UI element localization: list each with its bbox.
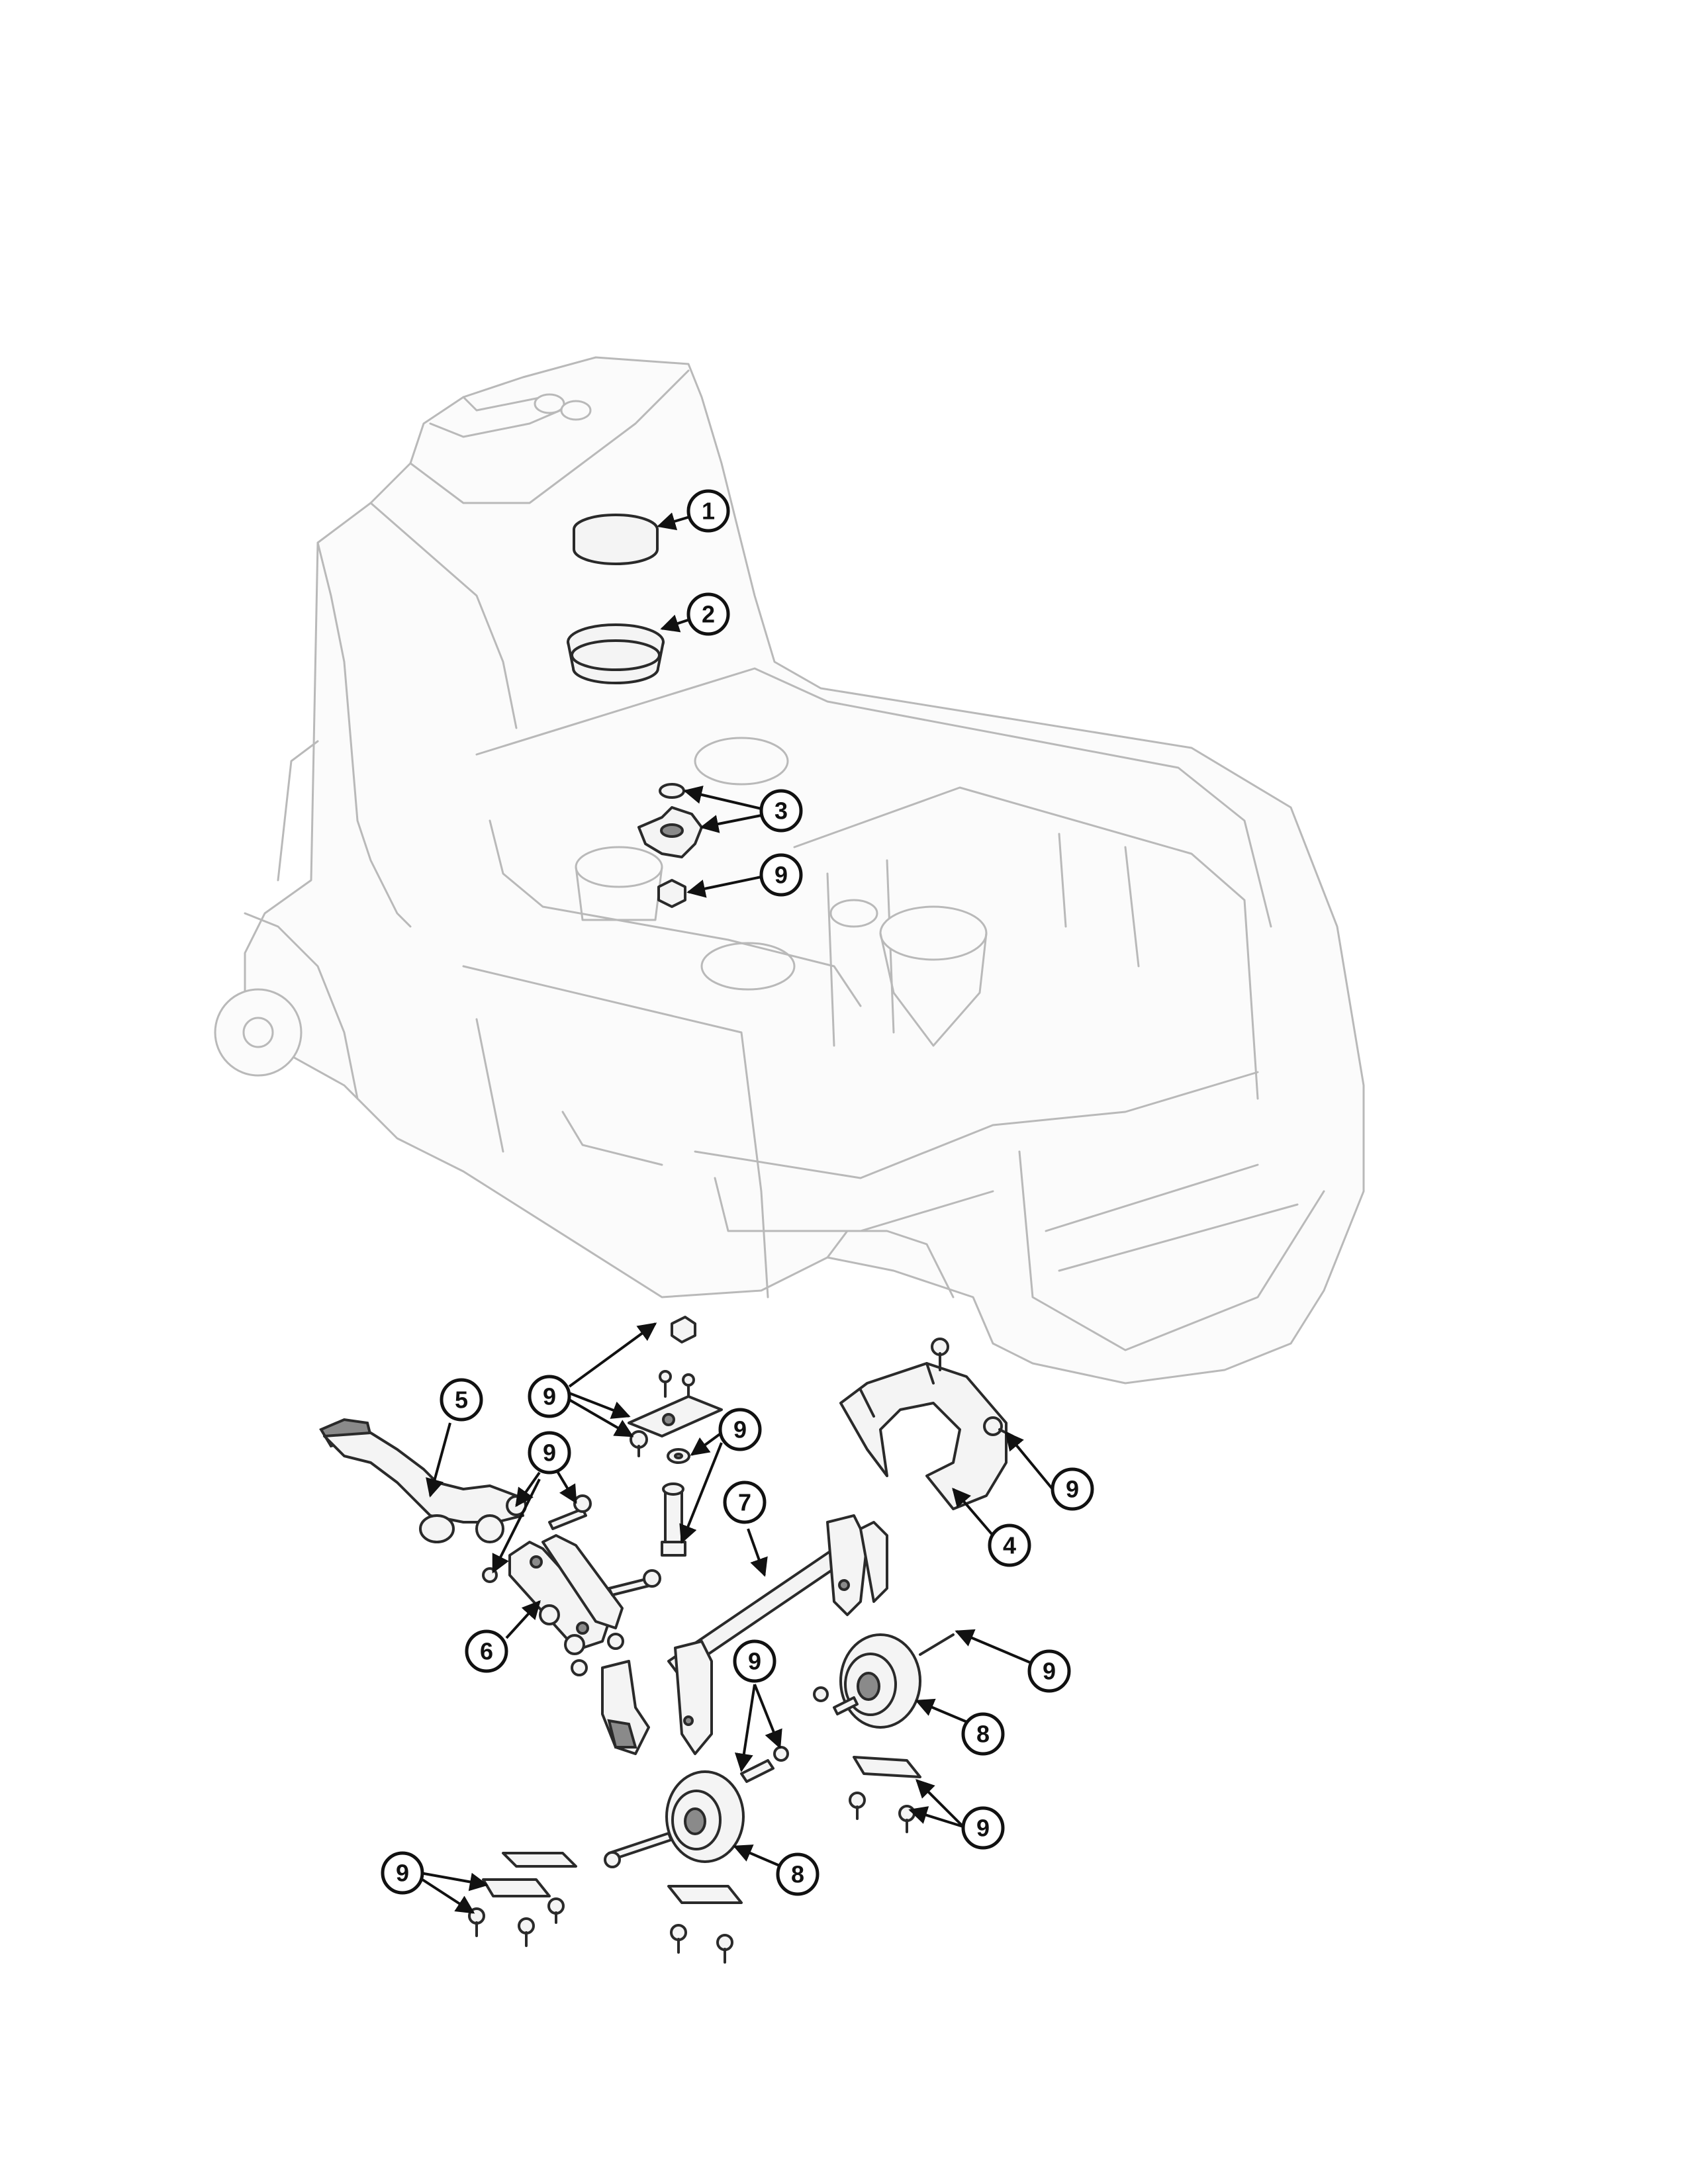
- part-wheel-guard: [839, 1362, 1008, 1510]
- svg-text:9: 9: [1043, 1658, 1056, 1685]
- part-axle-assembly: [601, 1514, 888, 1755]
- callout-2: 2: [686, 592, 730, 636]
- callout-9-pedal: 9: [528, 1431, 571, 1475]
- part-screw-guard: [983, 1416, 1014, 1437]
- callout-1: 1: [686, 489, 730, 533]
- callout-9-lower-left: 9: [381, 1851, 424, 1895]
- svg-text:9: 9: [1066, 1476, 1079, 1503]
- callout-9-washer: 9: [718, 1408, 762, 1451]
- part-upper-bracket: [628, 1316, 723, 1437]
- callout-8-lower: 8: [776, 1852, 820, 1896]
- svg-text:9: 9: [748, 1648, 761, 1675]
- part-cap-ring: [567, 623, 665, 684]
- part-wheel-upper: [833, 1633, 955, 1729]
- callout-9-wheel-bolt: 9: [1027, 1649, 1071, 1693]
- part-bolts-linkage: [482, 1494, 661, 1676]
- leader-lines: [419, 512, 1054, 1914]
- part-wheel-lower: [665, 1770, 745, 1863]
- svg-text:9: 9: [543, 1439, 556, 1467]
- svg-text:9: 9: [396, 1860, 409, 1887]
- part-washer: [667, 1448, 690, 1464]
- svg-text:9: 9: [774, 862, 788, 889]
- callout-6: 6: [465, 1629, 508, 1673]
- svg-text:4: 4: [1003, 1532, 1016, 1559]
- svg-text:1: 1: [702, 498, 715, 525]
- callout-8-upper: 8: [961, 1712, 1005, 1756]
- part-linkage: [508, 1534, 624, 1655]
- svg-text:6: 6: [480, 1638, 493, 1665]
- part-star-knob: [637, 783, 703, 858]
- callout-9-plate: 9: [961, 1806, 1005, 1850]
- part-long-bolt: [661, 1482, 686, 1557]
- svg-text:5: 5: [455, 1387, 468, 1414]
- svg-text:8: 8: [976, 1721, 990, 1748]
- part-plates-lower: [482, 1756, 921, 1904]
- part-screw-bracket: [630, 1430, 648, 1457]
- callout-7: 7: [723, 1480, 767, 1524]
- part-nut-top: [657, 879, 686, 908]
- part-axle-pins: [604, 1686, 829, 1868]
- machine-body: [214, 356, 1365, 1385]
- svg-text:9: 9: [543, 1383, 556, 1410]
- part-screws-lower: [468, 1792, 915, 1964]
- svg-text:3: 3: [774, 797, 788, 825]
- svg-text:7: 7: [738, 1489, 751, 1516]
- callout-5: 5: [440, 1378, 483, 1422]
- svg-text:2: 2: [702, 601, 715, 628]
- callout-9-bracket: 9: [528, 1375, 571, 1418]
- callout-4: 4: [988, 1524, 1031, 1567]
- callout-9-guard: 9: [1051, 1467, 1094, 1511]
- part-cap: [573, 514, 659, 565]
- svg-text:9: 9: [733, 1416, 747, 1443]
- callout-3: 3: [759, 789, 803, 833]
- callout-9-pins: 9: [733, 1639, 776, 1683]
- svg-text:9: 9: [976, 1815, 990, 1842]
- part-screw-body: [931, 1338, 949, 1371]
- callout-9-tank: 9: [759, 853, 803, 897]
- part-pedal: [319, 1418, 527, 1543]
- svg-text:8: 8: [791, 1861, 804, 1888]
